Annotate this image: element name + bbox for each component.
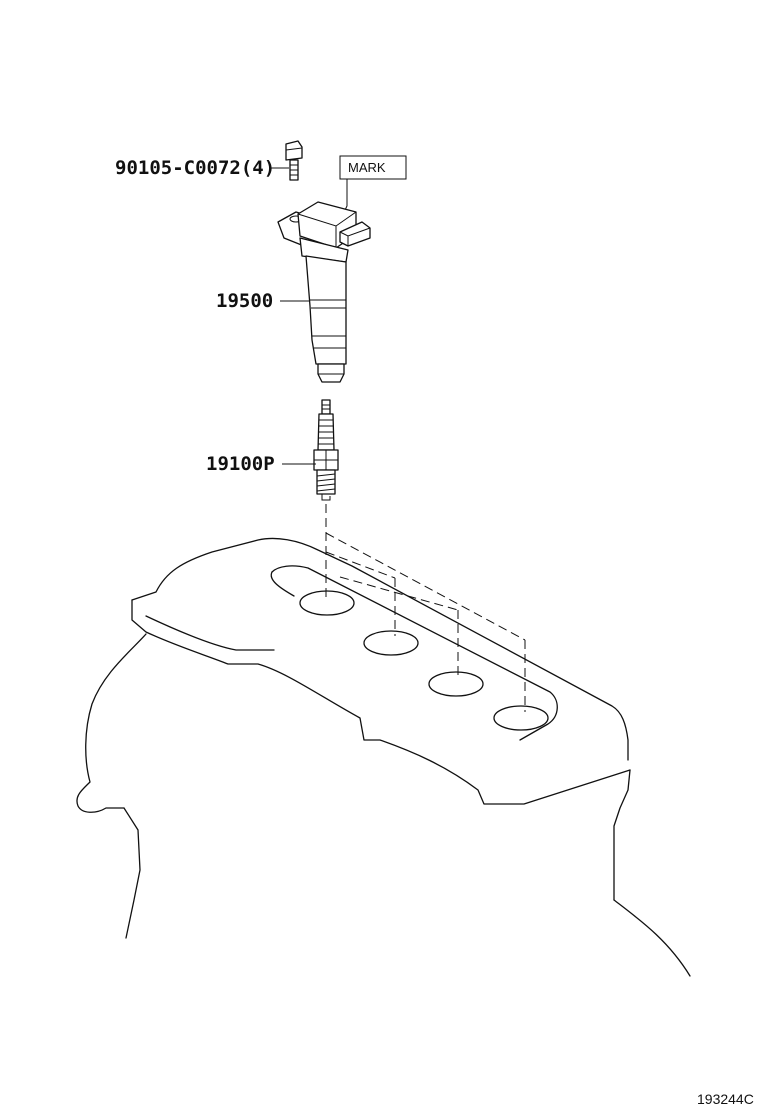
svg-text:MARK: MARK [348,160,386,175]
alignment-guides [325,504,526,712]
bolt-part-number: 90105-C0072(4) [115,157,275,179]
plug-part-number: 19100P [206,453,275,475]
bolt-icon [285,140,303,181]
cylinder-head-icon [76,537,691,977]
figure-code: 193244C [697,1091,754,1107]
ignition-coil-icon [277,201,371,383]
spark-plug-icon [313,399,339,501]
coil-part-number: 19500 [216,290,273,312]
mark-callout: MARK [339,155,407,215]
